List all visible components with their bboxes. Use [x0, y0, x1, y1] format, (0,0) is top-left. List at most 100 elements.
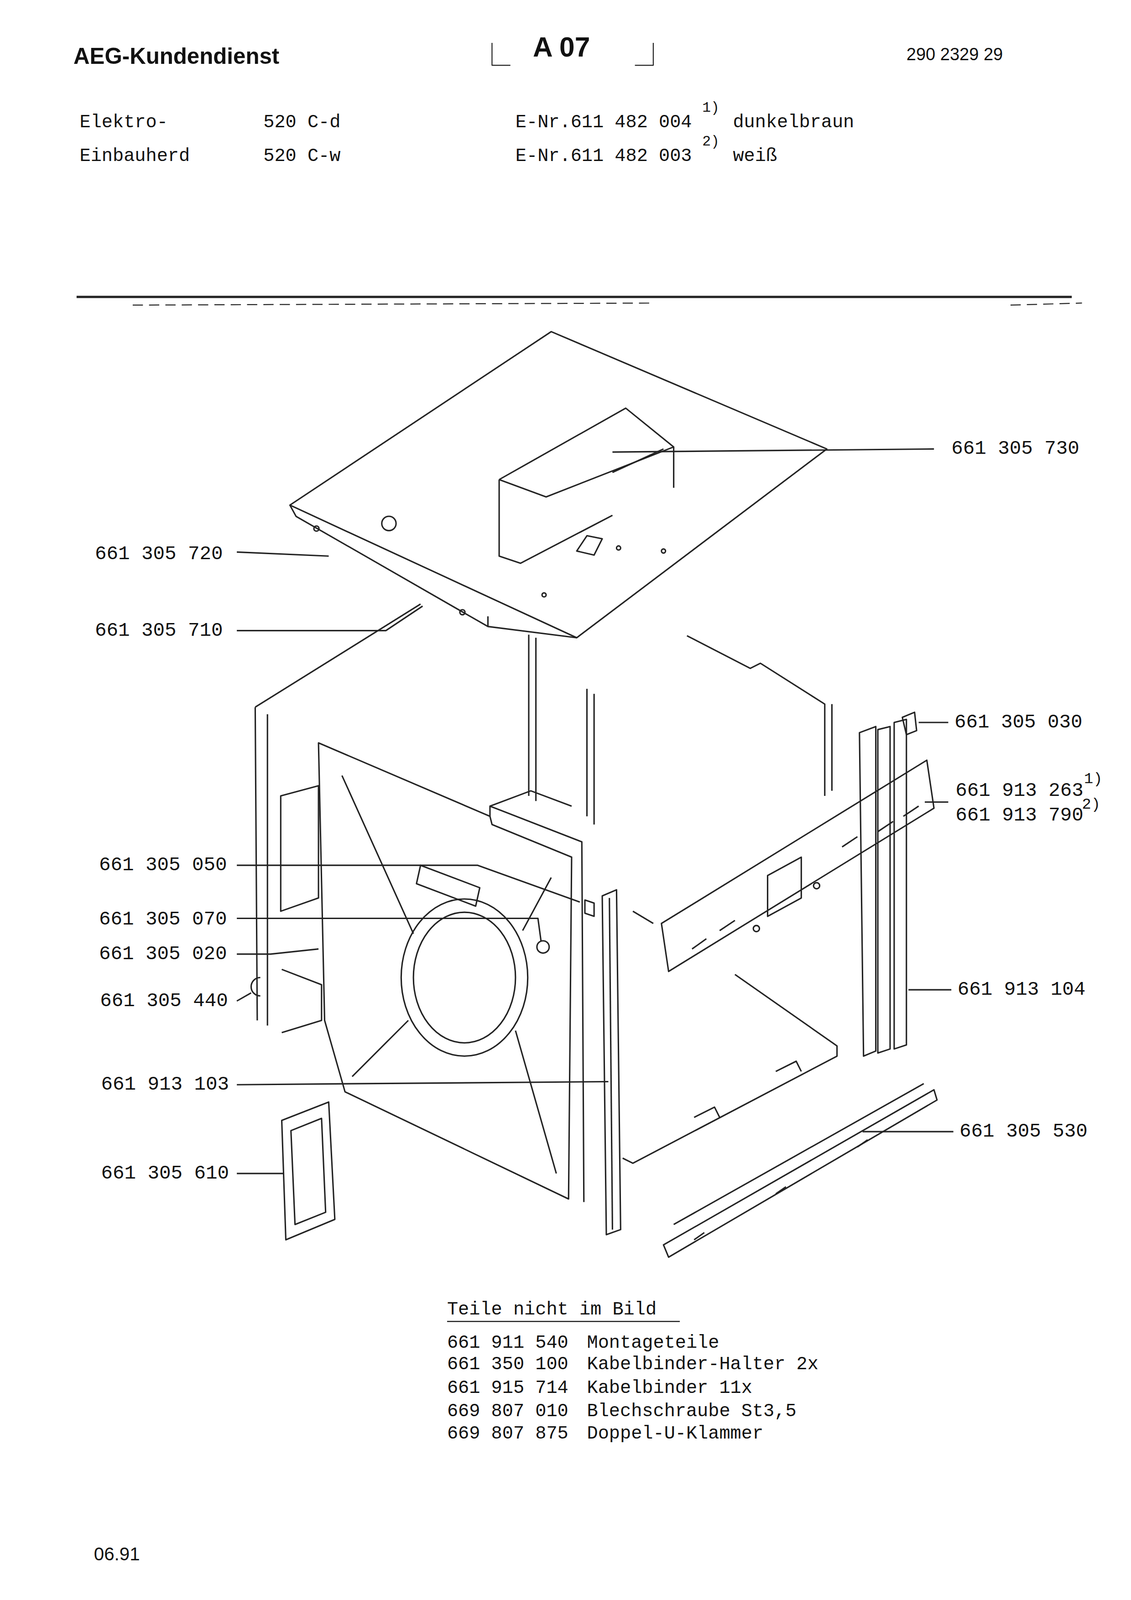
part-label: 669 807 875: [447, 1424, 569, 1444]
part-label: Einbauherd: [79, 146, 191, 166]
drawing-stroke: [542, 593, 547, 598]
drawing-stroke: [289, 505, 577, 638]
drawing-stroke: [413, 912, 516, 1043]
part-label: 661 911 540: [447, 1334, 569, 1353]
part-label: E-Nr.611 482 003: [515, 146, 693, 166]
drawing-stroke: [663, 1089, 938, 1258]
part-label: Kabelbinder 11x: [586, 1379, 752, 1398]
drawing-stroke: [536, 941, 550, 954]
part-label: 661 913 103: [100, 1075, 230, 1095]
drawing-stroke: [813, 882, 820, 889]
drawing-stroke: [236, 1172, 284, 1175]
part-label: Kabelbinder-Halter 2x: [586, 1355, 819, 1374]
part-label: 661 305 050: [99, 855, 228, 876]
part-label: Montageteile: [586, 1334, 720, 1353]
part-label: 1): [702, 100, 720, 115]
drawing-stroke: [281, 1102, 335, 1241]
drawing-stroke: [459, 609, 465, 616]
part-label: 520 C-w: [263, 146, 341, 166]
part-label: 661 305 440: [99, 991, 229, 1012]
part-label: Doppel-U-Klammer: [586, 1424, 764, 1444]
drawing-stroke: [622, 974, 838, 1164]
drawing-stroke: [401, 899, 528, 1057]
drawing-stroke: [862, 1131, 954, 1133]
part-label: 661 913 790: [955, 805, 1084, 826]
drawing-stroke: [487, 616, 489, 627]
drawing-stroke: [612, 448, 934, 453]
part-label: 661 913 104: [957, 980, 1086, 1001]
drawing-stroke: [281, 969, 322, 1033]
drawing-stroke: [499, 408, 674, 489]
drawing-stroke: [318, 743, 572, 1200]
drawing-stroke: [280, 786, 319, 912]
drawing-stroke: [236, 606, 423, 631]
part-label: E-Nr.611 482 004: [515, 113, 693, 132]
part-label: Blechschraube St3,5: [586, 1402, 797, 1421]
drawing-stroke: [693, 1061, 802, 1118]
part-label: 2): [702, 134, 720, 149]
drawing-stroke: [291, 1118, 326, 1225]
drawing-stroke: [250, 977, 261, 996]
part-label: 1): [1084, 772, 1103, 788]
part-label: 661 305 610: [100, 1164, 230, 1184]
part-label: 661 305 020: [99, 944, 228, 965]
part-label: 661 915 714: [447, 1379, 569, 1398]
drawing-stroke: [902, 712, 917, 735]
drawing-stroke: [416, 865, 480, 907]
drawing-stroke: [499, 479, 613, 564]
part-label: 661 305 070: [99, 910, 228, 930]
part-label: 290 2329 29: [906, 45, 1003, 63]
drawing: [76, 42, 1083, 1322]
drawing-stroke: [499, 447, 674, 498]
drawing-stroke: [255, 604, 421, 708]
part-label: 2): [1082, 797, 1101, 814]
part-label: 661 305 720: [94, 544, 224, 565]
drawing-stroke: [489, 806, 584, 1203]
part-label: Teile nicht im Bild: [447, 1300, 657, 1319]
drawing-stroke: [767, 857, 802, 917]
part-label: 661 305 730: [951, 439, 1080, 459]
drawing-stroke: [908, 989, 952, 991]
part-label: 06.91: [93, 1545, 141, 1564]
drawing-stroke: [236, 552, 329, 557]
drawing-stroke: [924, 801, 949, 803]
drawing-stroke: [687, 635, 833, 797]
drawing-stroke: [236, 1081, 609, 1085]
drawing-stroke: [632, 911, 654, 924]
drawing-stroke: [602, 890, 621, 1236]
part-label: 669 807 010: [447, 1402, 569, 1421]
part-label: Elektro-: [79, 113, 168, 132]
drawing-stroke: [616, 546, 621, 551]
drawing-stroke: [447, 1321, 680, 1323]
drawing-stroke: [132, 302, 1083, 305]
part-label: 661 913 263: [955, 781, 1084, 802]
part-label: 661 305 530: [959, 1122, 1088, 1142]
drawing-stroke: [584, 900, 595, 917]
part-label: 661 305 030: [954, 713, 1083, 733]
drawing-stroke: [586, 688, 595, 825]
part-label: dunkelbraun: [732, 113, 855, 132]
drawing-stroke: [313, 526, 319, 532]
drawing-stroke: [342, 775, 557, 1174]
part-label: weiß: [732, 146, 777, 166]
drawing-stroke: [661, 549, 666, 554]
part-label: 661 305 710: [94, 620, 224, 641]
part-label: 661 350 100: [447, 1355, 569, 1374]
drawing-stroke: [236, 993, 251, 1002]
drawing-stroke: [877, 719, 907, 1054]
drawing-stroke: [673, 1084, 924, 1241]
part-label: A 07: [532, 33, 590, 61]
part-label: 520 C-d: [263, 113, 341, 132]
drawing-stroke: [753, 925, 760, 932]
drawing-stroke: [289, 331, 827, 638]
drawing-stroke: [236, 918, 542, 942]
drawing-stroke: [528, 635, 537, 802]
drawing-stroke: [692, 806, 919, 949]
drawing-stroke: [236, 865, 580, 903]
drawing-stroke: [859, 726, 876, 1057]
drawing-stroke: [236, 949, 319, 955]
drawing-stroke: [381, 516, 397, 531]
drawing-stroke: [76, 296, 1072, 299]
title: AEG-Kundendienst: [73, 44, 280, 68]
drawing-stroke: [489, 791, 572, 807]
